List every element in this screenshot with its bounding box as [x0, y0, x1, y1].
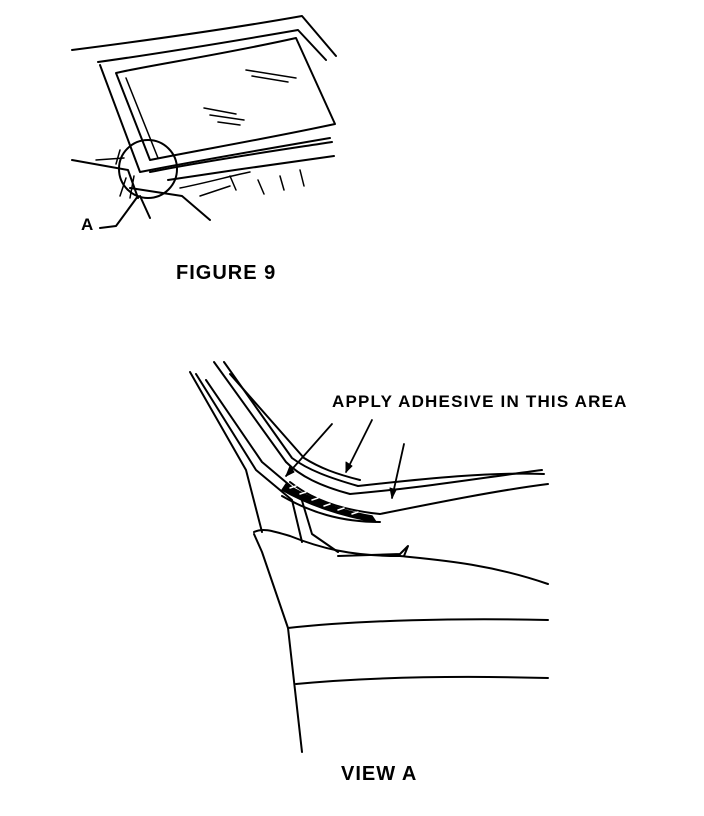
windshield-overview — [71, 15, 337, 229]
view-caption: VIEW A — [341, 763, 418, 785]
glass-edge-upper — [213, 361, 543, 495]
windshield-inner-edge — [125, 77, 159, 159]
adhesive-annotation: APPLY ADHESIVE IN THIS AREA — [332, 392, 628, 411]
detail-circle-a — [118, 139, 178, 199]
adhesive-area — [281, 483, 377, 523]
moulding-line — [289, 481, 549, 515]
pillar-outer-edge — [189, 371, 263, 533]
fender-line — [71, 159, 211, 221]
fender-front — [253, 533, 303, 753]
fender-crease-1 — [287, 618, 549, 629]
callout-label-a: A — [81, 215, 94, 234]
adhesive-arrow-1 — [345, 419, 373, 473]
fender-crease-2 — [295, 675, 549, 685]
cowl-top-edge — [337, 545, 409, 557]
cowl-details — [179, 169, 305, 197]
glass-reflection — [203, 69, 297, 126]
roof-edge — [71, 15, 337, 57]
cowl-outline — [253, 528, 549, 585]
cowl-panel — [149, 141, 335, 181]
windshield-glass-edge — [115, 37, 336, 161]
view-a-detail — [189, 361, 549, 753]
callout-a-leader — [99, 195, 139, 229]
adhesive-arrow-3 — [285, 423, 333, 477]
roof-edge-inner — [97, 29, 327, 63]
moulding-line-2 — [281, 495, 381, 523]
windshield-frame-outer — [99, 64, 331, 173]
figure-caption: FIGURE 9 — [176, 262, 277, 284]
pillar-inner-edge-1 — [195, 373, 303, 543]
glass-edge-lower — [229, 373, 361, 481]
glass-edge-middle — [223, 361, 545, 487]
fender-details — [95, 149, 135, 199]
arrowheads — [285, 461, 397, 499]
